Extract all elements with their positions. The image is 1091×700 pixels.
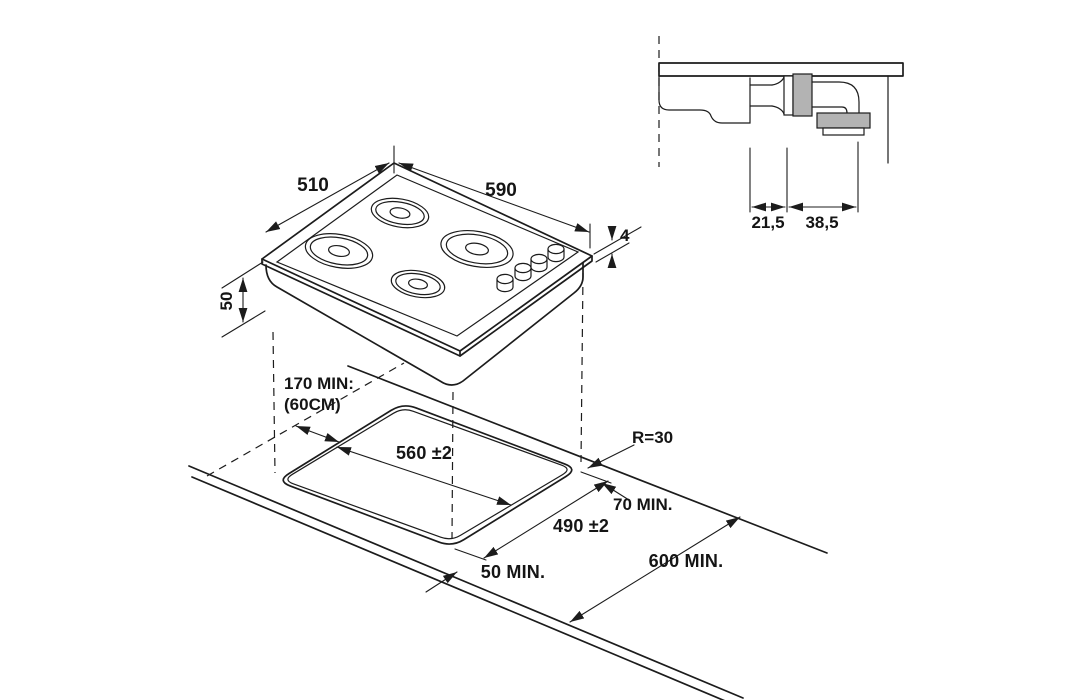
dim-50-min: 50 MIN.: [425, 562, 545, 593]
front-clearance-label: 50 MIN.: [481, 562, 545, 582]
dim-490: 490 ±2: [454, 471, 612, 561]
projection-line-right: [580, 272, 584, 463]
knob-3: [530, 253, 548, 273]
side-clearance-label: 170 MIN:: [284, 374, 354, 393]
worktop-back-edge: [347, 365, 828, 554]
worktop-front-edge-bottom: [191, 476, 726, 700]
elbow-nut-lip: [822, 127, 865, 136]
burner-right: [440, 230, 514, 268]
worktop-cutout-view: 170 MIN: (60CM) 560 ±2 R=30 70 MIN. 490 …: [188, 362, 828, 700]
dim-590: 590: [398, 162, 591, 249]
cutout-outline-inner: [287, 409, 568, 540]
projection-line-center: [451, 391, 454, 540]
pipe-nut: [792, 73, 813, 117]
dim-600-min: 600 MIN.: [569, 516, 741, 623]
rear-clearance-label: 70 MIN.: [613, 495, 673, 514]
dim-r30: R=30: [587, 428, 673, 469]
cutout-outline-outer: [282, 405, 573, 545]
gas-pipe: [749, 73, 871, 136]
burner-left: [304, 233, 374, 269]
control-knobs: [496, 243, 565, 293]
dim-560: 560 ±2: [336, 443, 512, 506]
dim-70-min: 70 MIN.: [601, 482, 673, 514]
dim-4: 4: [593, 226, 642, 268]
elbow-nut: [816, 112, 871, 129]
corner-radius-label: R=30: [632, 428, 673, 447]
worktop-depth-label: 600 MIN.: [649, 551, 724, 571]
knob-2: [514, 262, 532, 282]
dim-4-label: 4: [620, 226, 630, 245]
hob-box-profile: [658, 75, 751, 124]
elbow-inner: [811, 106, 848, 114]
cutout-depth-label: 490 ±2: [553, 516, 609, 536]
dim-21-5-label: 21,5: [751, 213, 784, 232]
dim-510: 510: [265, 145, 395, 233]
hob-body-outline: [265, 260, 584, 386]
dim-170-min: 170 MIN: (60CM): [284, 374, 354, 443]
dim-38-5-label: 38,5: [805, 213, 838, 232]
dim-50: 50: [217, 261, 266, 338]
side-clearance-note: (60CM): [284, 395, 341, 414]
worktop-front-edge-top: [188, 465, 744, 699]
elbow-outer: [811, 81, 860, 114]
gas-connection-detail: 21,5 38,5: [658, 36, 904, 232]
hob-isometric-view: 510 590 50 4: [217, 145, 642, 540]
worktop-section-bar: [658, 62, 904, 77]
knob-1: [496, 273, 514, 293]
burner-front-center: [390, 269, 446, 299]
pipe-flange: [783, 75, 794, 116]
dim-21-5-38-5: 21,5 38,5: [749, 141, 859, 232]
side-wall-line: [206, 362, 405, 477]
projection-line-left: [272, 331, 276, 474]
dim-510-label: 510: [297, 175, 329, 196]
dim-590-label: 590: [485, 180, 517, 201]
knob-4: [547, 243, 565, 263]
cutout-width-label: 560 ±2: [396, 443, 452, 463]
dim-50-label: 50: [217, 292, 236, 311]
